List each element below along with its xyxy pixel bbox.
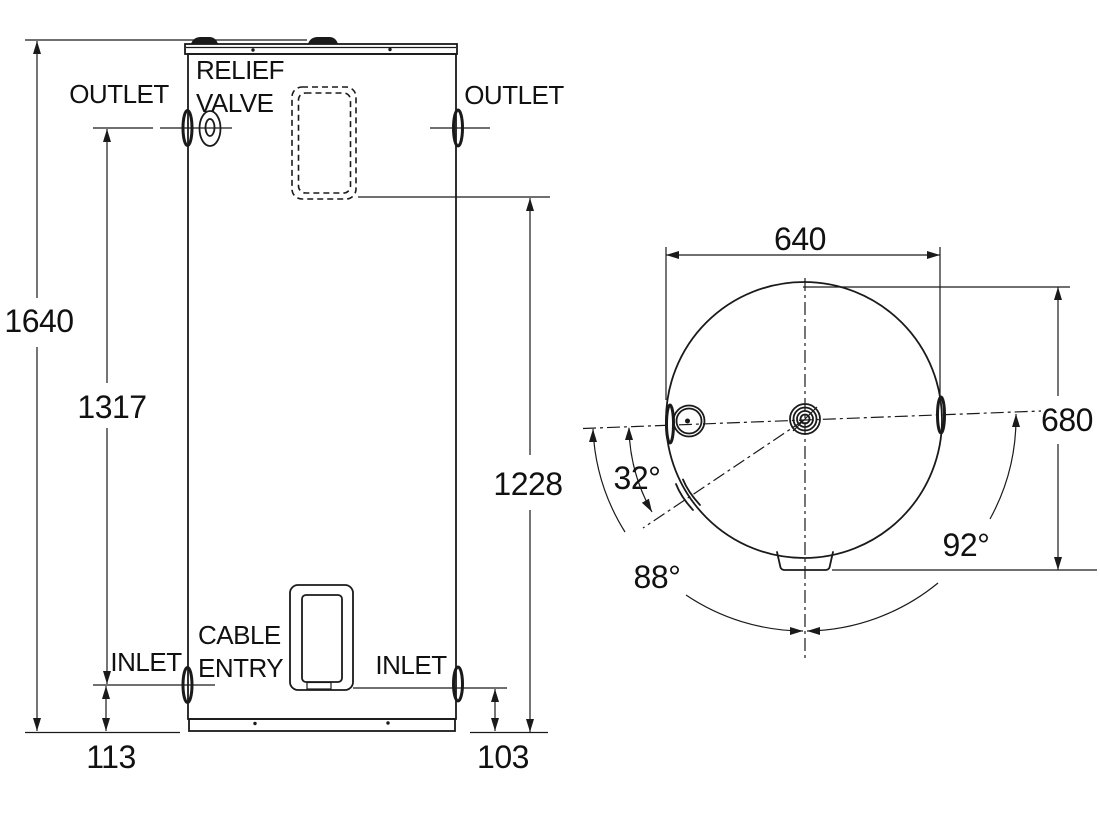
plan-centerlines: [582, 278, 1042, 658]
dim-depth: 680: [1041, 402, 1093, 438]
dim-overall-height: 1640: [4, 303, 73, 339]
arc-92-seg2: [989, 413, 1017, 520]
angled-fitting-mark-inner: [682, 478, 701, 506]
angle-92-label: 92°: [943, 527, 990, 563]
lifting-tab-right: [308, 37, 338, 44]
horizontal-centerline: [582, 410, 1042, 430]
skirt-rivet-left: [253, 721, 257, 726]
angled-centerline-32: [642, 419, 805, 529]
arc-88-seg2: [685, 594, 804, 632]
dim-panel-to-base: 1228: [493, 466, 562, 502]
dim-inlet-right-height: 103: [477, 739, 529, 775]
outlet-right-label: OUTLET: [464, 80, 564, 110]
tank-structure: [181, 37, 464, 732]
cable-entry-cover: [289, 584, 354, 691]
cap-rivet-left: [251, 48, 255, 52]
inlet-right-fitting: [452, 665, 464, 703]
front-view: OUTLET RELIEF VALVE OUTLET INLET CABLE E…: [4, 37, 565, 775]
dim-outlet-height: 1317: [77, 389, 146, 425]
bottom-boss: [776, 551, 834, 571]
plan-structure: [665, 281, 946, 571]
inlet-left-label: INLET: [110, 647, 182, 677]
arc-92-seg1: [806, 582, 939, 632]
skirt-rivet-right: [386, 721, 390, 725]
plan-right-flange: [936, 395, 946, 435]
front-dimension-lines: [25, 39, 550, 734]
cable-entry-tab: [306, 681, 332, 690]
base-skirt: [188, 718, 456, 732]
dim-diameter: 640: [774, 221, 826, 257]
plan-left-fitting-outer: [672, 404, 706, 438]
relief-valve-label-line1: RELIEF: [196, 55, 284, 85]
cable-entry-inner: [301, 594, 343, 683]
access-panel-outer-dashed: [291, 86, 357, 200]
tank-cap-band: [184, 43, 458, 55]
plan-center-fitting: [789, 403, 821, 435]
cable-entry-label-line1: CABLE: [198, 620, 281, 650]
cap-rivet-right: [388, 47, 392, 52]
angle-32-label: 32°: [614, 460, 661, 496]
relief-valve-label-line2: VALVE: [196, 88, 274, 118]
access-panel-inner-dashed: [297, 92, 352, 194]
plan-left-fitting-dot: [685, 418, 690, 424]
plan-dimension-lines: [589, 247, 1097, 635]
cable-entry-label-line2: ENTRY: [198, 653, 283, 683]
plan-left-fitting: [675, 407, 703, 435]
inlet-right-label: INLET: [375, 650, 447, 680]
angle-88-label: 88°: [634, 559, 681, 595]
plan-left-flange: [665, 403, 675, 445]
outlet-left-label: OUTLET: [69, 79, 169, 109]
angled-fitting-mark-outer: [675, 483, 694, 511]
dim-inlet-left-height: 113: [86, 739, 136, 775]
top-view: 640 680 32° 88° 92°: [582, 221, 1097, 658]
